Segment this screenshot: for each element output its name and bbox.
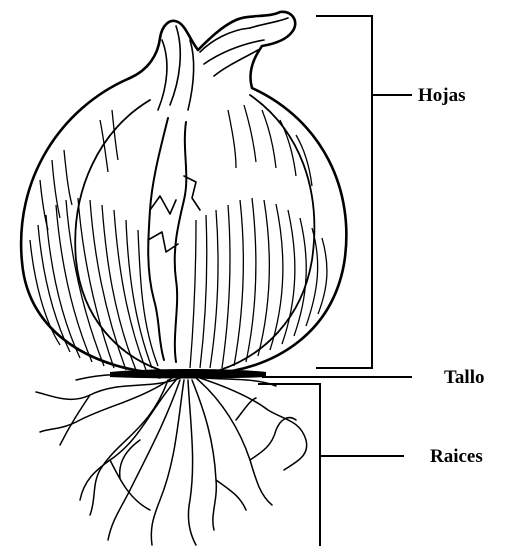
label-guides [258,16,412,546]
onion-bulb-illustration [21,12,346,379]
stem-label: Tallo [444,367,485,388]
roots-label: Raices [430,446,483,467]
roots-illustration [36,374,307,545]
leaves-label: Hojas [418,85,466,106]
roots-bracket [258,384,320,546]
